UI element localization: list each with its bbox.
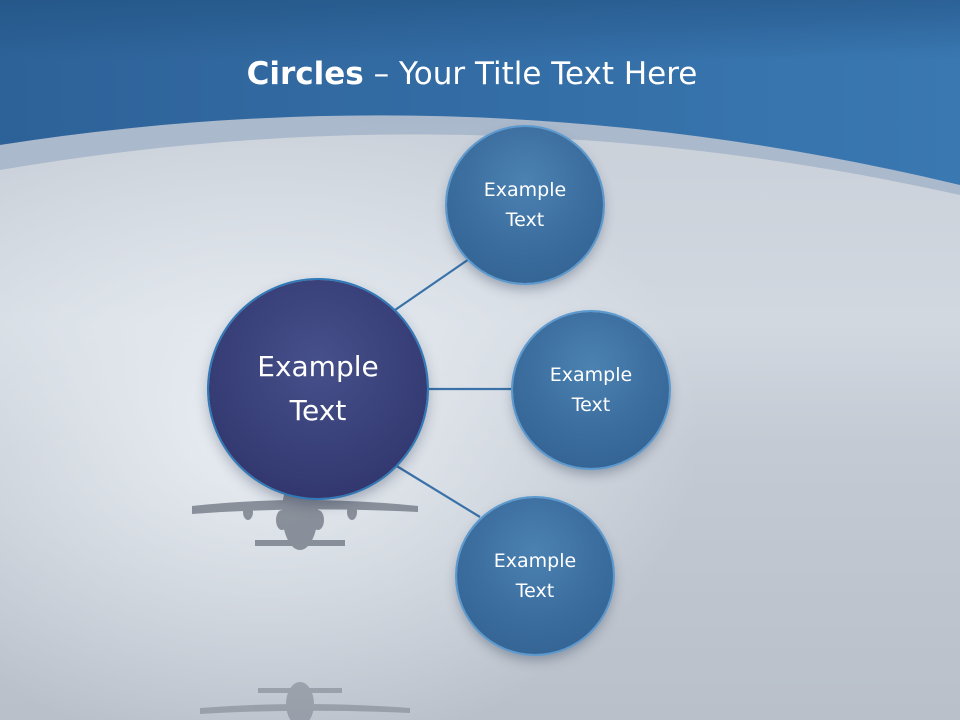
node-circle-1[interactable]: Example Text	[447, 127, 603, 283]
header-band	[0, 114, 960, 195]
node-3-line2: Text	[515, 580, 555, 602]
connector-1	[394, 256, 473, 311]
node-2-line2: Text	[571, 394, 611, 416]
header-shade	[0, 0, 960, 60]
node-2-line1: Example	[549, 364, 633, 386]
title-bold: Circles	[246, 56, 364, 92]
node-1-line1: Example	[483, 179, 567, 201]
center-circle[interactable]: Example Text	[209, 280, 427, 498]
connectors	[394, 256, 513, 518]
title-rest: – Your Title Text Here	[363, 56, 698, 92]
slide-title: Circles – Your Title Text Here	[0, 52, 944, 96]
connector-3	[394, 464, 481, 518]
center-circle-line1: Example	[257, 350, 379, 383]
node-1-line2: Text	[505, 209, 545, 231]
node-circle-2[interactable]: Example Text	[513, 312, 669, 468]
airplane-reflection-icon	[200, 682, 410, 720]
node-3-line1: Example	[493, 550, 577, 572]
center-circle-line2: Text	[289, 394, 347, 427]
node-circle-3[interactable]: Example Text	[457, 498, 613, 654]
